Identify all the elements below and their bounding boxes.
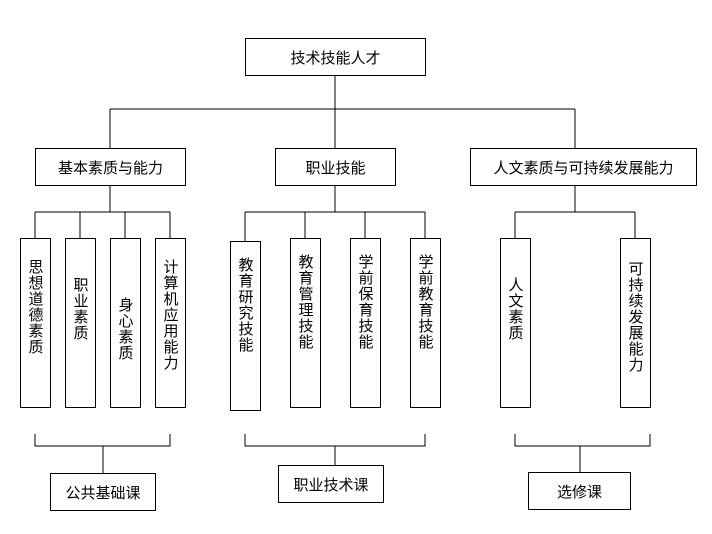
- item-node: 教育研究技能: [230, 241, 261, 411]
- item-label: 身心素质: [116, 297, 135, 361]
- item-label: 学前教育技能: [416, 254, 435, 350]
- item-label: 思想道德素质: [26, 259, 45, 355]
- group-label: 人文素质与可持续发展能力: [493, 158, 674, 177]
- course-label: 选修课: [556, 482, 602, 501]
- item-node: 可持续发展能力: [620, 238, 651, 408]
- course-node-elective: 选修课: [528, 472, 631, 510]
- item-node: 学前保育技能: [350, 238, 381, 408]
- root-label: 技术技能人才: [290, 48, 381, 67]
- course-node-public: 公共基础课: [50, 473, 156, 511]
- root-node: 技术技能人才: [245, 38, 426, 76]
- group-label: 基本素质与能力: [57, 158, 163, 177]
- item-label: 教育研究技能: [236, 257, 255, 353]
- item-label: 可持续发展能力: [626, 261, 645, 373]
- item-label: 人文素质: [506, 277, 525, 341]
- group-node-basic: 基本素质与能力: [35, 148, 186, 186]
- item-node: 思想道德素质: [20, 238, 51, 408]
- course-node-vocational: 职业技术课: [278, 465, 384, 503]
- group-node-vocational: 职业技能: [275, 148, 396, 186]
- item-node: 人文素质: [500, 238, 531, 408]
- group-label: 职业技能: [305, 158, 366, 177]
- item-label: 计算机应用能力: [161, 259, 180, 371]
- item-node: 职业素质: [65, 238, 96, 408]
- item-node: 计算机应用能力: [155, 238, 186, 408]
- group-node-humanities: 人文素质与可持续发展能力: [470, 148, 697, 186]
- item-node: 学前教育技能: [410, 238, 441, 408]
- item-node: 身心素质: [110, 238, 141, 408]
- item-label: 学前保育技能: [356, 254, 375, 350]
- item-label: 职业素质: [71, 277, 90, 341]
- item-node: 教育管理技能: [290, 238, 321, 408]
- course-label: 公共基础课: [65, 483, 141, 502]
- course-label: 职业技术课: [293, 475, 369, 494]
- item-label: 教育管理技能: [296, 254, 315, 350]
